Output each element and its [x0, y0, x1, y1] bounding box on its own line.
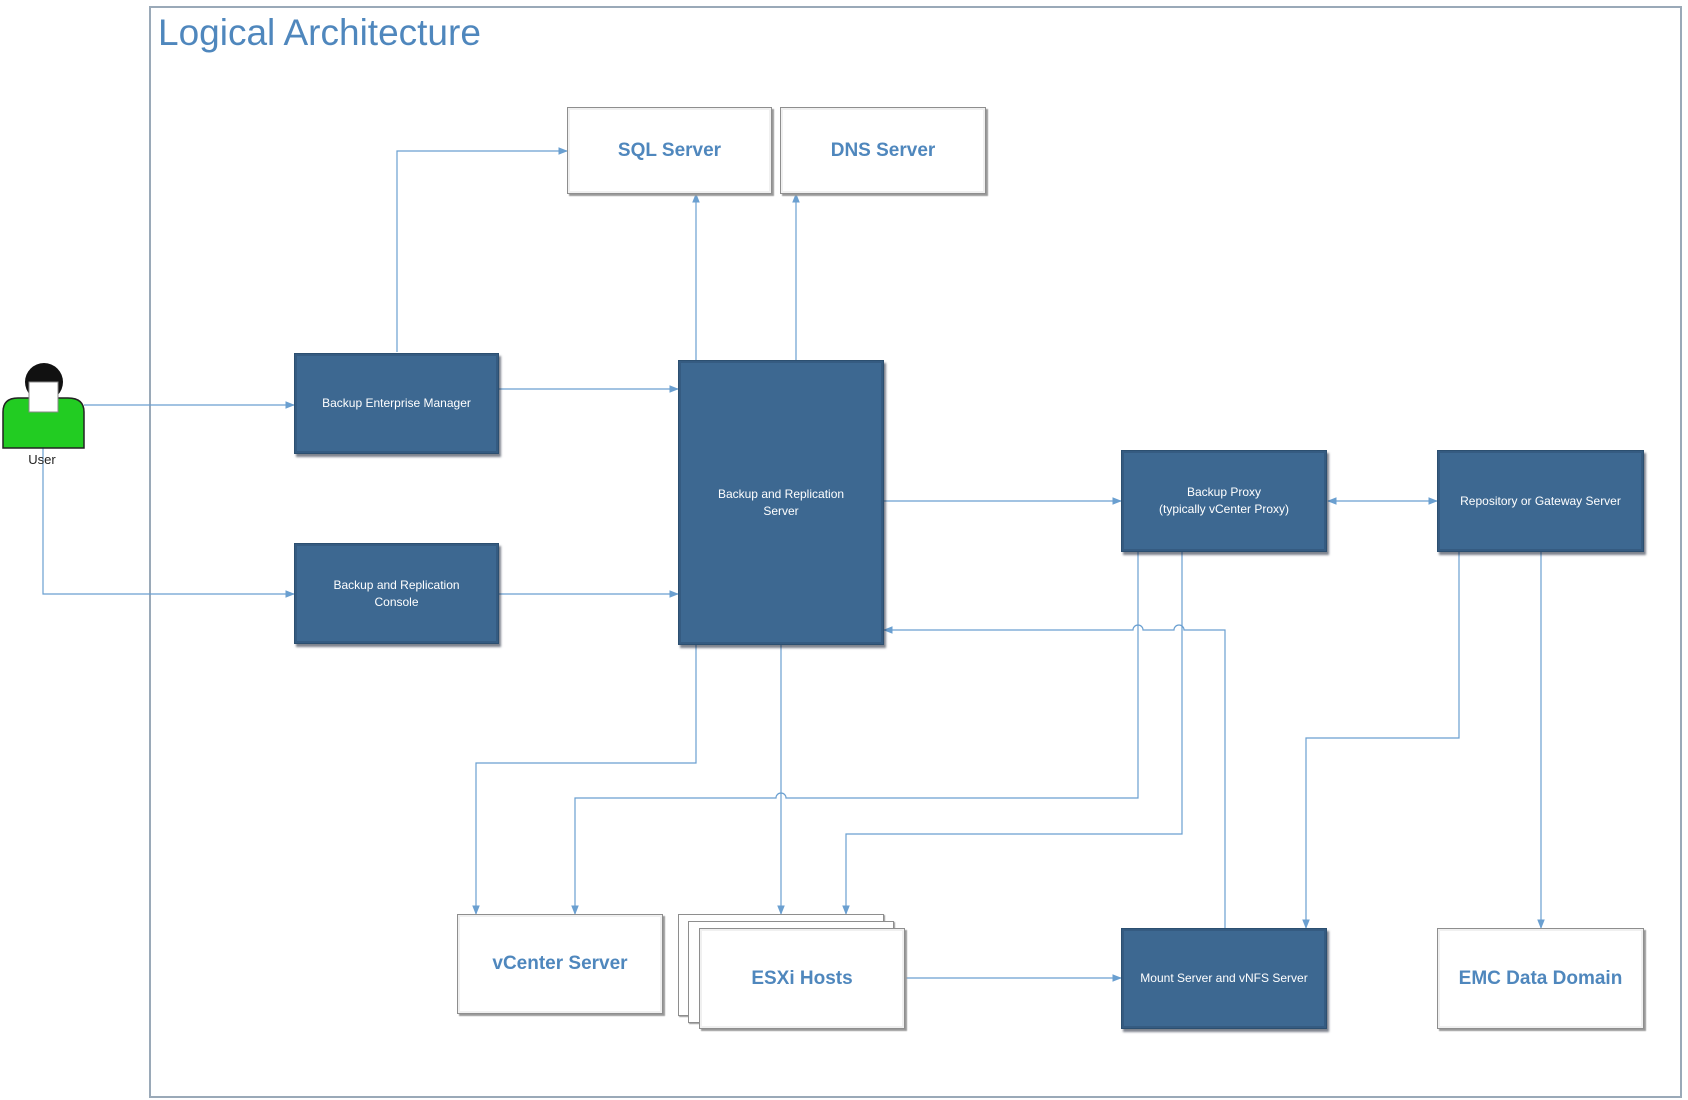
esxi-hosts-box[interactable]: ESXi Hosts [699, 928, 905, 1029]
repository-gateway-server-box[interactable]: Repository or Gateway Server [1437, 450, 1644, 552]
user-body [2, 397, 85, 449]
diagram-title: Logical Architecture [158, 12, 481, 53]
link-mount-brs [883, 624, 1226, 928]
backup-replication-server-box[interactable]: Backup and Replication Server [678, 360, 884, 645]
link-user-console [42, 448, 295, 598]
dns-server-box[interactable]: DNS Server [780, 107, 986, 194]
link-brs-vcenter [472, 645, 697, 915]
user-label: User [28, 452, 56, 467]
sql-server-box[interactable]: SQL Server [567, 107, 772, 194]
diagram-frame [149, 6, 1682, 1098]
backup-proxy-box[interactable]: Backup Proxy (typically vCenter Proxy) [1121, 450, 1327, 552]
backup-enterprise-manager-box[interactable]: Backup Enterprise Manager [294, 353, 499, 454]
link-repo-mount [1302, 552, 1460, 929]
backup-replication-console-box[interactable]: Backup and Replication Console [294, 543, 499, 644]
link-proxy-esxi [842, 552, 1183, 915]
vcenter-server-box[interactable]: vCenter Server [457, 914, 663, 1014]
link-bem-sql [396, 147, 568, 352]
link-proxy-vcenter [571, 552, 1139, 915]
user-face [28, 381, 59, 413]
user-icon [0, 360, 90, 452]
mount-vnfs-server-box[interactable]: Mount Server and vNFS Server [1121, 928, 1327, 1029]
emc-data-domain-box[interactable]: EMC Data Domain [1437, 928, 1644, 1029]
